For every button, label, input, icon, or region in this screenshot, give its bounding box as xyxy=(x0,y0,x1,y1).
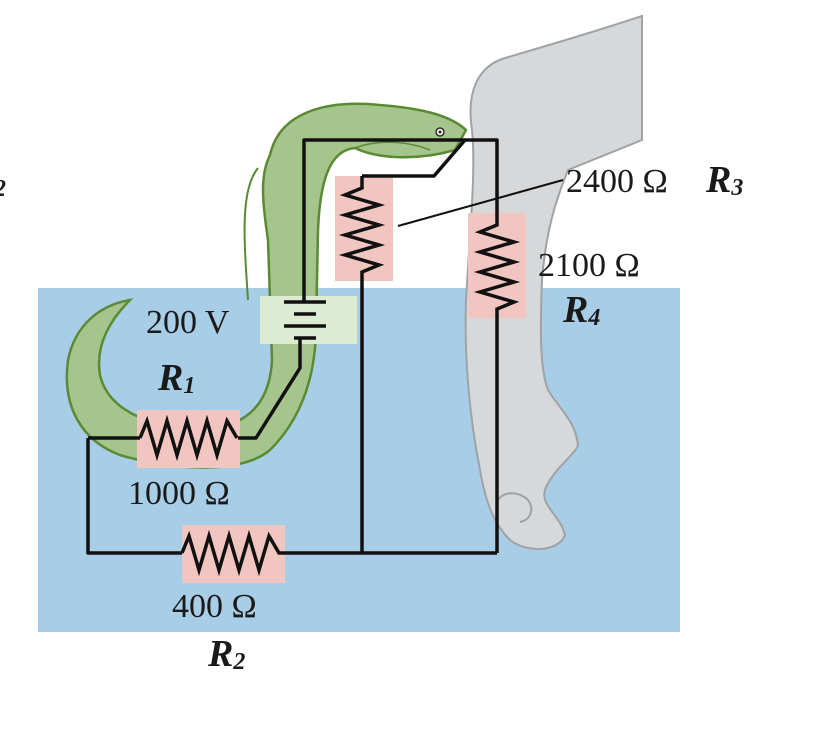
battery-icon xyxy=(284,300,326,340)
r3-pointer-line xyxy=(397,179,564,227)
edge-fragment-label: 2 xyxy=(0,176,6,202)
r3-symbol-label: R3 xyxy=(705,159,743,201)
r3-resistor-icon xyxy=(338,176,386,281)
r2-resistor-icon xyxy=(180,529,285,577)
r2-symbol-label: R2 xyxy=(207,633,245,675)
r4-symbol-label: R4 xyxy=(562,289,600,331)
battery-highlight xyxy=(260,296,357,344)
r1-resistor-icon xyxy=(138,414,239,462)
r2-value-label: 400 Ω xyxy=(172,588,257,625)
r1-symbol-label: R1 xyxy=(157,357,195,399)
human-arm xyxy=(464,14,643,551)
r3-value-label: 2400 Ω xyxy=(566,163,668,200)
circuit-wires xyxy=(86,138,499,555)
r4-value-label: 2100 Ω xyxy=(538,247,640,284)
battery-voltage-label: 200 V xyxy=(146,304,230,341)
r1-value-label: 1000 Ω xyxy=(128,475,230,512)
r4-resistor-icon xyxy=(473,213,521,318)
